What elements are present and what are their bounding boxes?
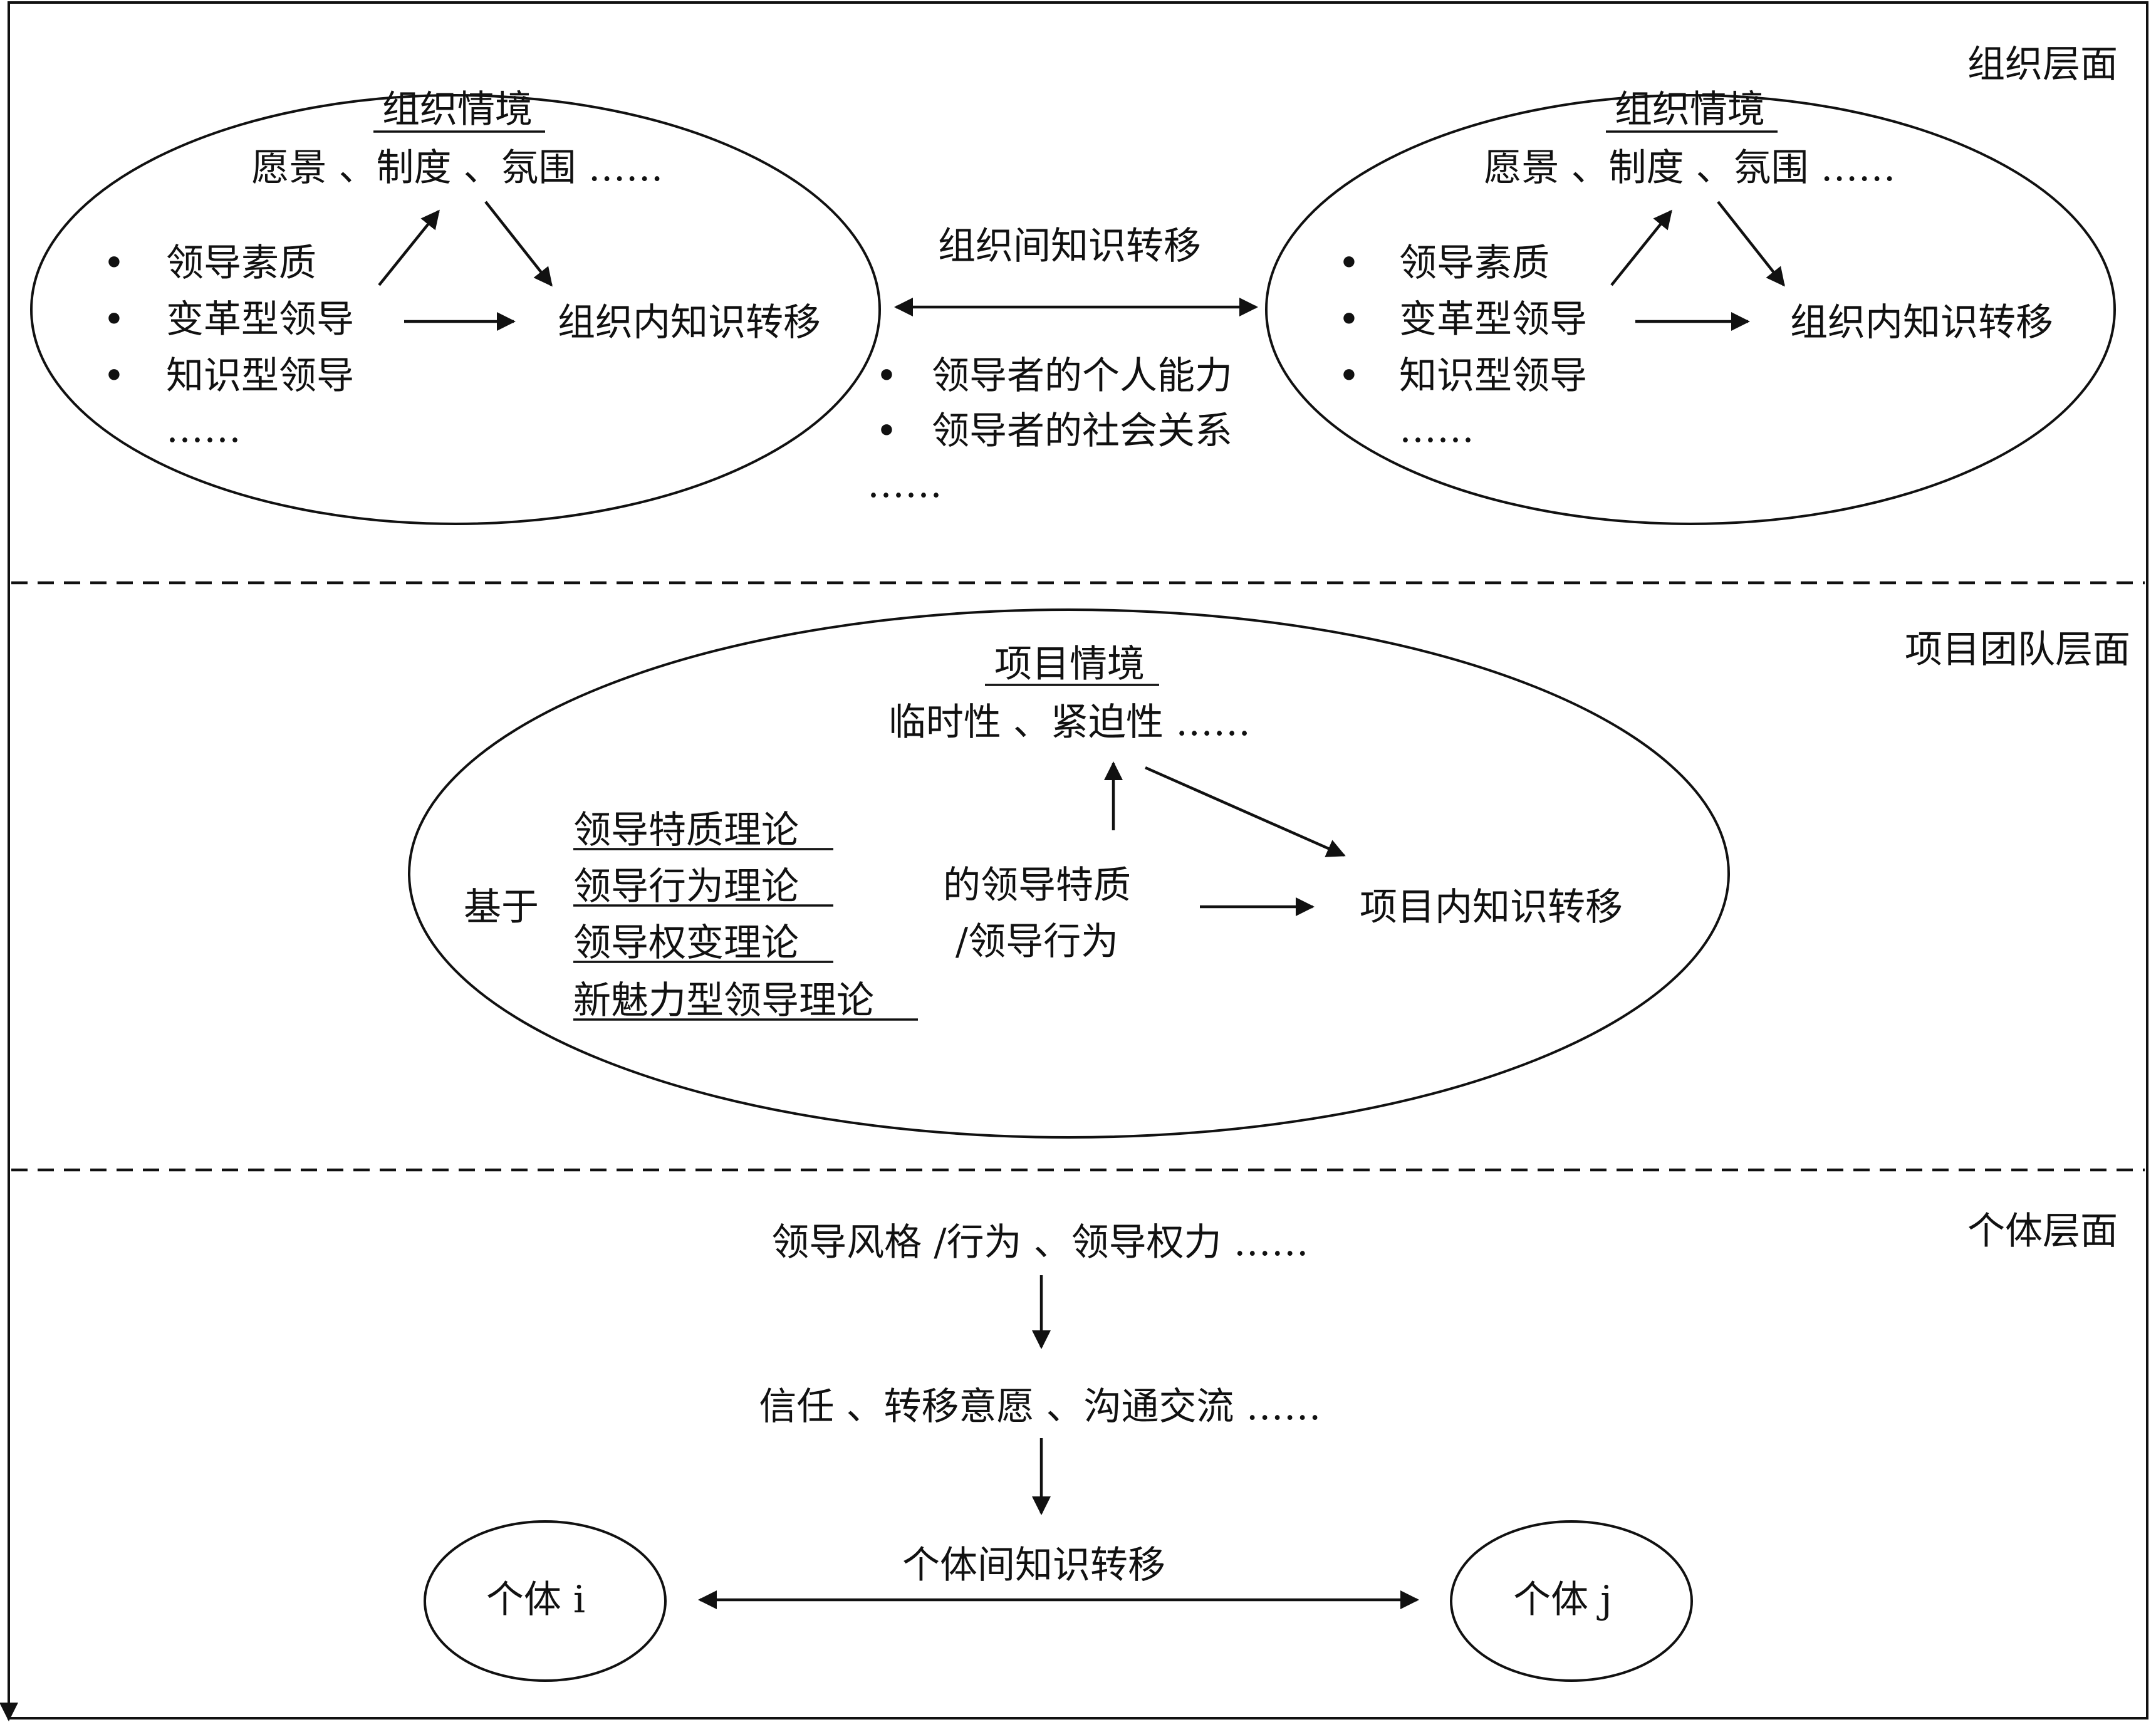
org-right-ellipse (1265, 94, 2116, 525)
project-context-items: 临时性 、紧迫性 …… (888, 701, 1251, 744)
org-right-outcome: 组织内知识转移 (1790, 301, 2053, 345)
project-traits-line2: /领导行为 (956, 920, 1118, 964)
org-right-arrow-context-to-outcome (1717, 201, 1785, 287)
org-left-arrow-context-to-outcome (484, 201, 553, 287)
org-right-bullet-dot: • (1338, 241, 1360, 285)
project-ellipse (408, 608, 1730, 1139)
inter-org-label: 组织间知识转移 (938, 224, 1201, 268)
org-left-ellipse (30, 94, 881, 525)
org-right-bullet-dot: • (1338, 354, 1360, 398)
inter-org-bullet-2: 领导者的社会关系 (932, 409, 1232, 453)
org-right-more: …… (1399, 407, 1474, 451)
org-right-bullet-1: 领导素质 (1399, 241, 1549, 285)
org-left-more: …… (166, 407, 241, 451)
org-left-group: 组织情境 愿景 、制度 、氛围 …… • 领导素质 • 变革型领导 • 知识型领… (30, 88, 881, 525)
individual-node-i-label: 个体 i (486, 1578, 585, 1622)
project-arrow-context-to-outcome (1145, 766, 1346, 857)
org-right-group: 组织情境 愿景 、制度 、氛围 …… • 领导素质 • 变革型领导 • 知识型领… (1265, 88, 2116, 525)
org-right-bullet-dot: • (1338, 298, 1360, 342)
individual-node-i (424, 1520, 667, 1682)
org-left-context-title: 组织情境 (382, 88, 533, 132)
inter-org-bullet-dot: • (875, 409, 897, 453)
project-theory-4: 新魅力型领导理论 (573, 979, 874, 1023)
project-traits-line1: 的领导特质 (943, 864, 1131, 907)
individual-step-1: 领导风格 /行为 、领导权力 …… (771, 1221, 1308, 1265)
individual-transfer-label: 个体间知识转移 (902, 1543, 1165, 1587)
org-left-context-items: 愿景 、制度 、氛围 …… (251, 146, 663, 190)
org-left-bullet-1: 领导素质 (166, 241, 316, 285)
level-label-org: 组织层面 (1967, 43, 2118, 86)
org-left-bullet-dot: • (103, 241, 125, 285)
outer-frame (8, 1, 2148, 1719)
project-theory-1: 领导特质理论 (573, 808, 799, 852)
individual-node-j (1450, 1520, 1693, 1682)
inter-org-bullet-dot: • (875, 354, 897, 398)
org-left-bullet-3: 知识型领导 (166, 354, 354, 398)
org-right-bullet-2: 变革型领导 (1399, 298, 1587, 342)
project-theory-3: 领导权变理论 (573, 921, 799, 965)
inter-org-more: …… (867, 462, 942, 506)
org-right-context-title: 组织情境 (1615, 88, 1765, 132)
org-left-bullet-dot: • (103, 354, 125, 398)
project-based-on: 基于 (464, 885, 539, 929)
project-theory-2: 领导行为理论 (573, 865, 799, 909)
org-right-context-items: 愿景 、制度 、氛围 …… (1484, 146, 1895, 190)
org-right-arrow-to-context (1610, 209, 1672, 286)
project-group: 项目情境 临时性 、紧迫性 …… 基于 领导特质理论 领导行为理论 领导权变理论… (408, 608, 1730, 1139)
level-label-project: 项目团队层面 (1905, 628, 2130, 672)
inter-org-bullet-1: 领导者的个人能力 (932, 354, 1232, 398)
org-left-bullet-dot: • (103, 298, 125, 342)
level-label-individual: 个体层面 (1967, 1209, 2118, 1253)
individual-node-j-label: 个体 j (1513, 1578, 1612, 1622)
individual-step-2: 信任 、转移意愿 、沟通交流 …… (759, 1385, 1321, 1429)
inter-org-group: 组织间知识转移 • 领导者的个人能力 • 领导者的社会关系 …… (867, 224, 1258, 506)
individual-group: 领导风格 /行为 、领导权力 …… 信任 、转移意愿 、沟通交流 …… 个体 i… (424, 1221, 1693, 1682)
org-left-bullet-2: 变革型领导 (166, 298, 354, 342)
org-left-arrow-to-context (378, 209, 440, 286)
org-right-bullet-3: 知识型领导 (1399, 354, 1587, 398)
project-outcome: 项目内知识转移 (1360, 885, 1623, 929)
project-context-title: 项目情境 (994, 642, 1145, 686)
org-left-outcome: 组织内知识转移 (558, 301, 821, 345)
